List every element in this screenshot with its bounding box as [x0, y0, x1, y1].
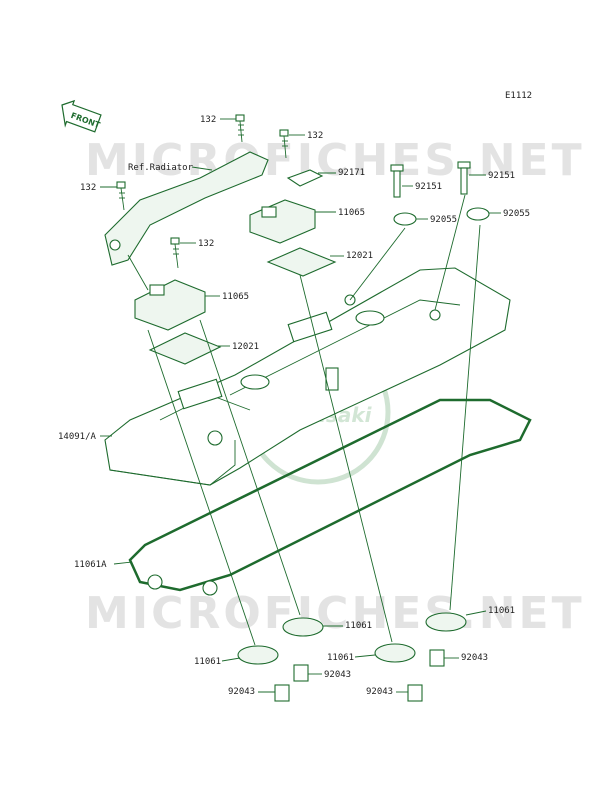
callout-label: 92043 [366, 687, 393, 697]
callout-label: 12021 [232, 342, 259, 352]
callout-label: 132 [198, 239, 214, 249]
bolt-92151-b [457, 161, 471, 195]
watermark-bottom: MICROFICHES.NET [85, 588, 585, 639]
gasket-11061a [128, 398, 532, 592]
radiator-bracket [104, 151, 269, 291]
front-arrow-icon: FRONT [61, 99, 102, 133]
gasket-11061-d [425, 612, 467, 632]
breather-cover-11065-b [134, 279, 206, 331]
callout-label: 92043 [461, 653, 488, 663]
callout-label: 11061A [74, 560, 107, 570]
callout-label: 11065 [222, 292, 249, 302]
callout-label: 92151 [488, 171, 515, 181]
bolt-132-b [279, 129, 289, 159]
callout-label: 92055 [430, 215, 457, 225]
gasket-11061-b [282, 617, 324, 637]
bolt-132-c [116, 181, 126, 211]
damper-92043-a [274, 684, 290, 702]
damper-92043-d [429, 649, 445, 667]
callout-label: 12021 [346, 251, 373, 261]
clip-92171 [286, 169, 324, 187]
cylinder-head-cover [104, 267, 511, 486]
diagram-code: E1112 [505, 91, 532, 101]
damper-92043-c [407, 684, 423, 702]
callout-label: 132 [80, 183, 96, 193]
ref-radiator-label: Ref.Radiator [128, 163, 194, 173]
alignment-lines [147, 194, 481, 646]
callout-label: 92055 [503, 209, 530, 219]
callout-label: 14091/A [58, 432, 97, 442]
bolt-92151-a [390, 164, 404, 198]
bolt-132-a [235, 114, 245, 143]
callout-label: 92171 [338, 168, 365, 178]
callout-label: 11065 [338, 208, 365, 218]
callout-label: 132 [200, 115, 216, 125]
reed-plate-12021-a [266, 247, 337, 277]
reed-plate-12021-b [148, 332, 222, 365]
callout-label: 11061 [194, 657, 221, 667]
washer-92055-b [466, 207, 490, 221]
callout-label: 92043 [324, 670, 351, 680]
callout-labels: 132 132 132 132 92171 92151 92151 11065 … [58, 115, 530, 697]
washer-92055-a [393, 212, 417, 226]
watermark-top: MICROFICHES.NET [85, 135, 585, 186]
callout-label: 11061 [327, 653, 354, 663]
breather-cover-11065-a [249, 199, 316, 244]
callout-label: 92043 [228, 687, 255, 697]
callout-label: 11061 [488, 606, 515, 616]
bolt-132-d [170, 237, 180, 269]
gasket-11061-a [237, 645, 279, 665]
gasket-11061-c [374, 643, 416, 663]
callout-label: 92151 [415, 182, 442, 192]
callout-label: 132 [307, 131, 323, 141]
callout-label: 11061 [345, 621, 372, 631]
damper-92043-b [293, 664, 309, 682]
